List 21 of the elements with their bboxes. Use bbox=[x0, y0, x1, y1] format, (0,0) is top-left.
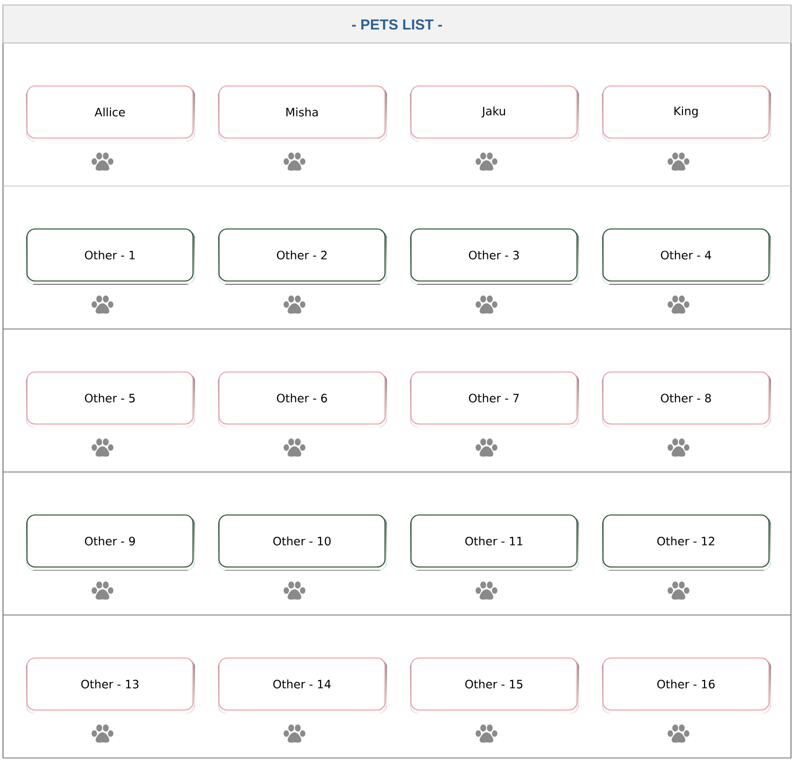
name-box: Other - 8 bbox=[602, 371, 771, 428]
name-box: Other - 11 bbox=[410, 514, 579, 570]
name-box: Allice bbox=[26, 85, 195, 142]
name-box: Other - 4 bbox=[602, 228, 771, 284]
name-box: Misha bbox=[218, 85, 387, 142]
name-box: Other - 10 bbox=[218, 514, 387, 570]
name-box: Other - 15 bbox=[410, 657, 579, 714]
name-box: Other - 7 bbox=[410, 371, 579, 428]
name-box: Other - 5 bbox=[26, 371, 195, 428]
name-box: Other - 14 bbox=[218, 657, 387, 714]
name-box: Other - 1 bbox=[26, 228, 195, 284]
name-box: Jaku bbox=[410, 85, 579, 142]
name-box: Other - 3 bbox=[410, 228, 579, 284]
name-box: Other - 16 bbox=[602, 657, 771, 714]
name-box: Other - 12 bbox=[602, 514, 771, 570]
name-box: Other - 13 bbox=[26, 657, 195, 714]
name-box: Other - 6 bbox=[218, 371, 387, 428]
name-box: King bbox=[602, 85, 771, 142]
name-box: Other - 9 bbox=[26, 514, 195, 570]
name-box: Other - 2 bbox=[218, 228, 387, 284]
title-bar: - PETS LIST - bbox=[2, 4, 792, 44]
